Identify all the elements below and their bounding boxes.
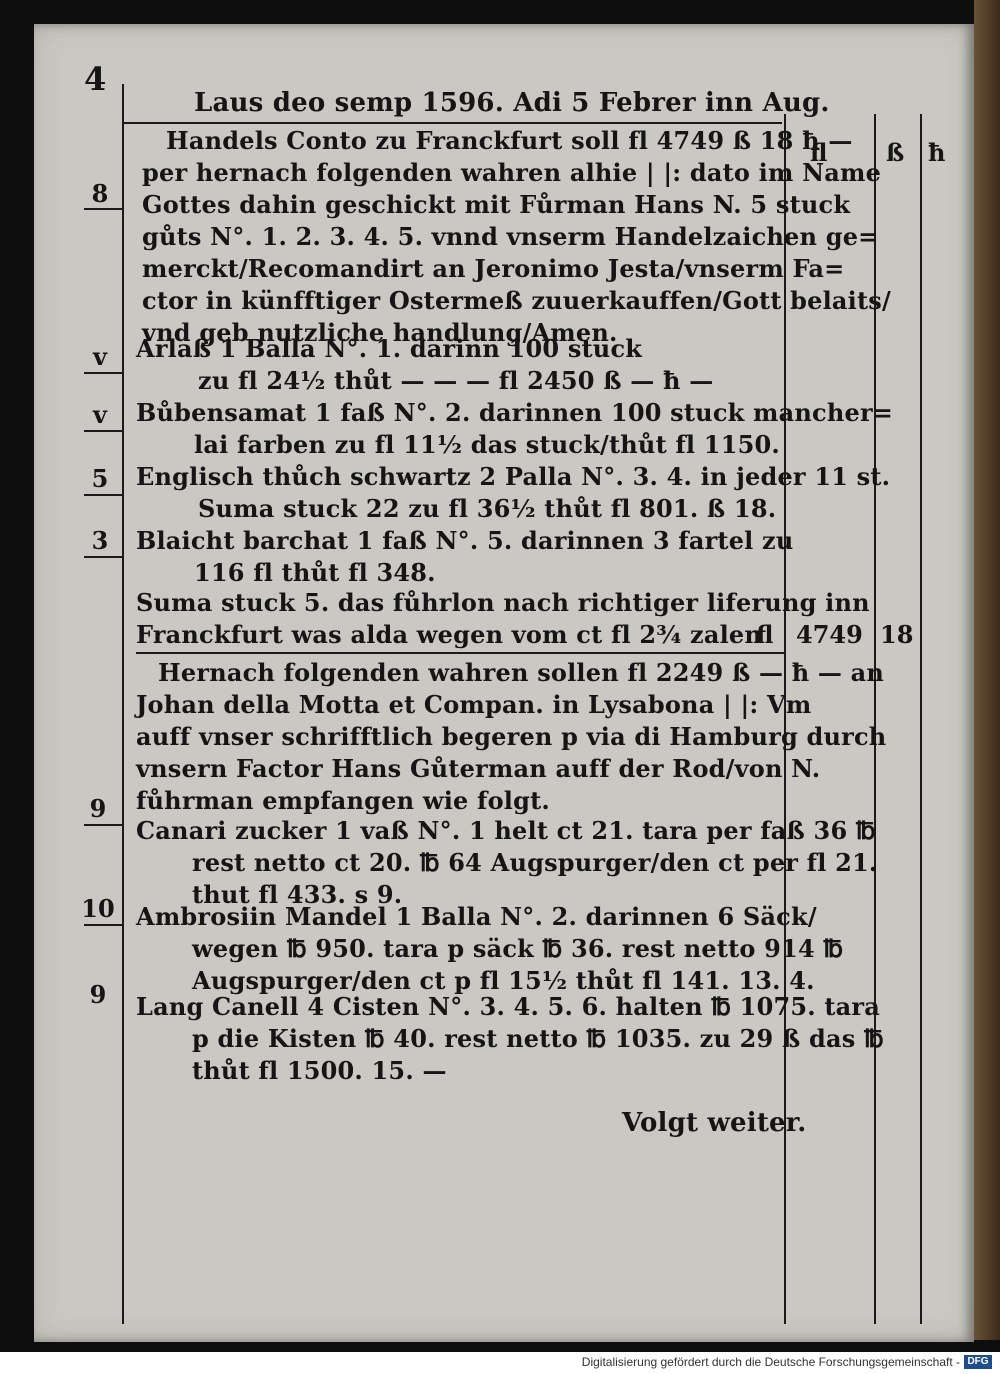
page-number: 4	[84, 60, 107, 98]
item4-margin-rule	[84, 556, 122, 558]
item1-line-2: zu fl 24½ thůt — — — fl 2450 ß — ħ —	[198, 366, 714, 395]
footer-text: Digitalisierung gefördert durch die Deut…	[581, 1355, 960, 1369]
left-column-rule	[122, 84, 124, 1324]
closing-text: Volgt weiter.	[622, 1108, 807, 1138]
footer-bar: Digitalisierung gefördert durch die Deut…	[0, 1352, 1000, 1374]
summary1-currency: fl	[756, 620, 774, 649]
page-edge	[974, 0, 1000, 1340]
item7-line-1: Lang Canell 4 Cisten N°. 3. 4. 5. 6. hal…	[136, 992, 881, 1021]
item5-line-1: Canari zucker 1 vaß N°. 1 helt ct 21. ta…	[136, 816, 876, 845]
entry1-line-6: ctor in künfftiger Ostermeß zuuerkauffen…	[142, 286, 891, 315]
entry1-line-4: gůts N°. 1. 2. 3. 4. 5. vnnd vnserm Hand…	[142, 222, 879, 251]
entry2-line-5: fůhrman empfangen wie folgt.	[136, 786, 550, 815]
entry1-line-1: Handels Conto zu Franckfurt soll fl 4749…	[166, 126, 853, 155]
header-schilling: ß	[886, 138, 905, 167]
item6-line-2: wegen ℔ 950. tara p säck ℔ 36. rest nett…	[192, 934, 844, 963]
item2-margin-rule	[84, 430, 122, 432]
summary1-line-2: Franckfurt was alda wegen vom ct fl 2¾ z…	[136, 620, 763, 649]
entry1-line-7: vnd geb nutzliche handlung/Amen.	[142, 318, 618, 347]
dfg-logo: DFG	[964, 1355, 992, 1369]
header-fl: fl	[810, 138, 828, 167]
item2-line-1: Bůbensamat 1 faß N°. 2. darinnen 100 stu…	[136, 398, 894, 427]
item3-margin-rule	[84, 494, 122, 496]
item3-line-2: Suma stuck 22 zu fl 36½ thůt fl 801. ß 1…	[198, 494, 777, 523]
text-right-rule	[784, 114, 786, 1324]
item3-line-1: Englisch thůch schwartz 2 Palla N°. 3. 4…	[136, 462, 891, 491]
item5-margin: 9	[89, 794, 107, 823]
schilling-column-rule	[920, 114, 922, 1324]
item4-line-2: 116 fl thůt fl 348.	[194, 558, 436, 587]
item5-line-3: thut fl 433. s 9.	[192, 880, 403, 909]
item1-margin-rule	[84, 372, 122, 374]
entry1-line-5: merckt/Recomandirt an Jeronimo Jesta/vns…	[142, 254, 845, 283]
entry1-margin: 8	[91, 179, 109, 208]
item5-margin-rule	[84, 824, 122, 826]
summary1-line-1: Suma stuck 5. das fůhrlon nach richtiger…	[136, 588, 870, 617]
entry2-line-2: Johan della Motta et Compan. in Lysabona…	[136, 690, 812, 719]
item2-line-2: lai farben zu fl 11½ das stuck/thůt fl 1…	[194, 430, 780, 459]
entry2-line-3: auff vnser schrifftlich begeren p via di…	[136, 722, 887, 751]
item3-margin: 5	[91, 464, 109, 493]
item7-line-2: p die Kisten ℔ 40. rest netto ℔ 1035. zu…	[192, 1024, 884, 1053]
item7-margin: 9	[89, 980, 107, 1009]
item6-line-1: Ambrosiin Mandel 1 Balla N°. 2. darinnen…	[136, 902, 817, 931]
summary1-amount-schilling: 18	[880, 620, 914, 649]
item6-line-3: Augspurger/den ct p fl 15½ thůt fl 141. …	[192, 966, 815, 995]
page-header: Laus deo semp 1596. Adi 5 Febrer inn Aug…	[194, 88, 830, 118]
item6-margin-rule	[84, 924, 122, 926]
entry1-line-3: Gottes dahin geschickt mit Fůrman Hans N…	[142, 190, 851, 219]
item6-margin: 10	[81, 894, 115, 923]
header-heller: ħ	[928, 138, 946, 167]
item5-line-2: rest netto ct 20. ℔ 64 Augspurger/den ct…	[192, 848, 878, 877]
item2-margin: v	[93, 400, 107, 429]
item1-margin: v	[93, 342, 107, 371]
florin-column-rule	[874, 114, 876, 1324]
document-page: 4 Laus deo semp 1596. Adi 5 Febrer inn A…	[34, 24, 974, 1342]
summary1-amount-fl: 4749	[796, 620, 863, 649]
entry1-line-2: per hernach folgenden wahren alhie | |: …	[142, 158, 882, 187]
header-rule	[122, 122, 782, 124]
item4-line-1: Blaicht barchat 1 faß N°. 5. darinnen 3 …	[136, 526, 794, 555]
item7-line-3: thůt fl 1500. 15. —	[192, 1056, 447, 1085]
item1-line-1: Arlaß 1 Balla N°. 1. darinn 100 stuck	[136, 334, 643, 363]
entry2-line-1: Hernach folgenden wahren sollen fl 2249 …	[158, 658, 885, 687]
entry2-line-4: vnsern Factor Hans Gůterman auff der Rod…	[136, 754, 821, 783]
entry1-margin-rule	[84, 208, 122, 210]
summary1-underline	[136, 652, 784, 654]
item4-margin: 3	[91, 526, 109, 555]
